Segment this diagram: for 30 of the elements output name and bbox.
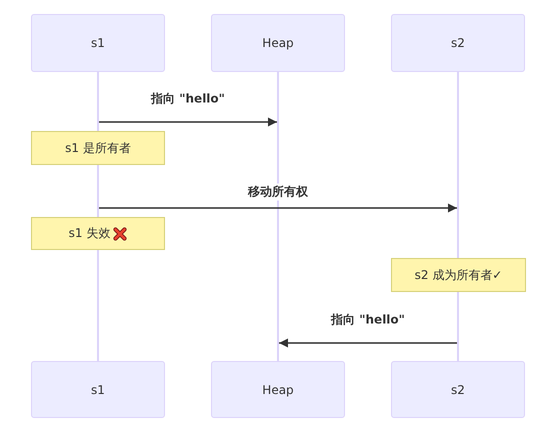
note-box xyxy=(391,258,526,292)
note-text: s2 成为所有者✓ xyxy=(414,266,502,284)
participant-name: Heap xyxy=(262,382,294,396)
participant-box xyxy=(391,14,525,72)
message-arrow xyxy=(99,118,277,126)
participant-box xyxy=(31,361,165,418)
participant-box xyxy=(211,14,345,72)
message-label: 移动所有权 xyxy=(246,184,310,200)
lifeline xyxy=(97,250,99,361)
message-label: 指向 "hello" xyxy=(329,312,407,328)
participant-name: s2 xyxy=(451,36,465,50)
lifeline xyxy=(457,292,459,361)
participant-name: s1 xyxy=(91,382,105,396)
note-text: s1 失效 xyxy=(68,225,110,242)
participant-box xyxy=(211,361,345,418)
participant-box xyxy=(391,361,525,418)
note-box xyxy=(31,217,165,250)
participant-name: s2 xyxy=(451,382,465,396)
participant-name: s1 xyxy=(91,36,105,50)
lifeline xyxy=(457,72,459,258)
lifeline xyxy=(97,165,99,217)
lifeline xyxy=(97,72,99,131)
participant-box xyxy=(31,14,165,72)
lifeline xyxy=(277,72,279,361)
note-text: s1 是所有者 xyxy=(65,140,131,156)
note-box xyxy=(31,131,165,165)
message-arrow xyxy=(99,204,457,212)
message-arrow xyxy=(279,338,457,348)
participant-name: Heap xyxy=(262,36,294,50)
message-label: 指向 "hello" xyxy=(149,90,227,108)
